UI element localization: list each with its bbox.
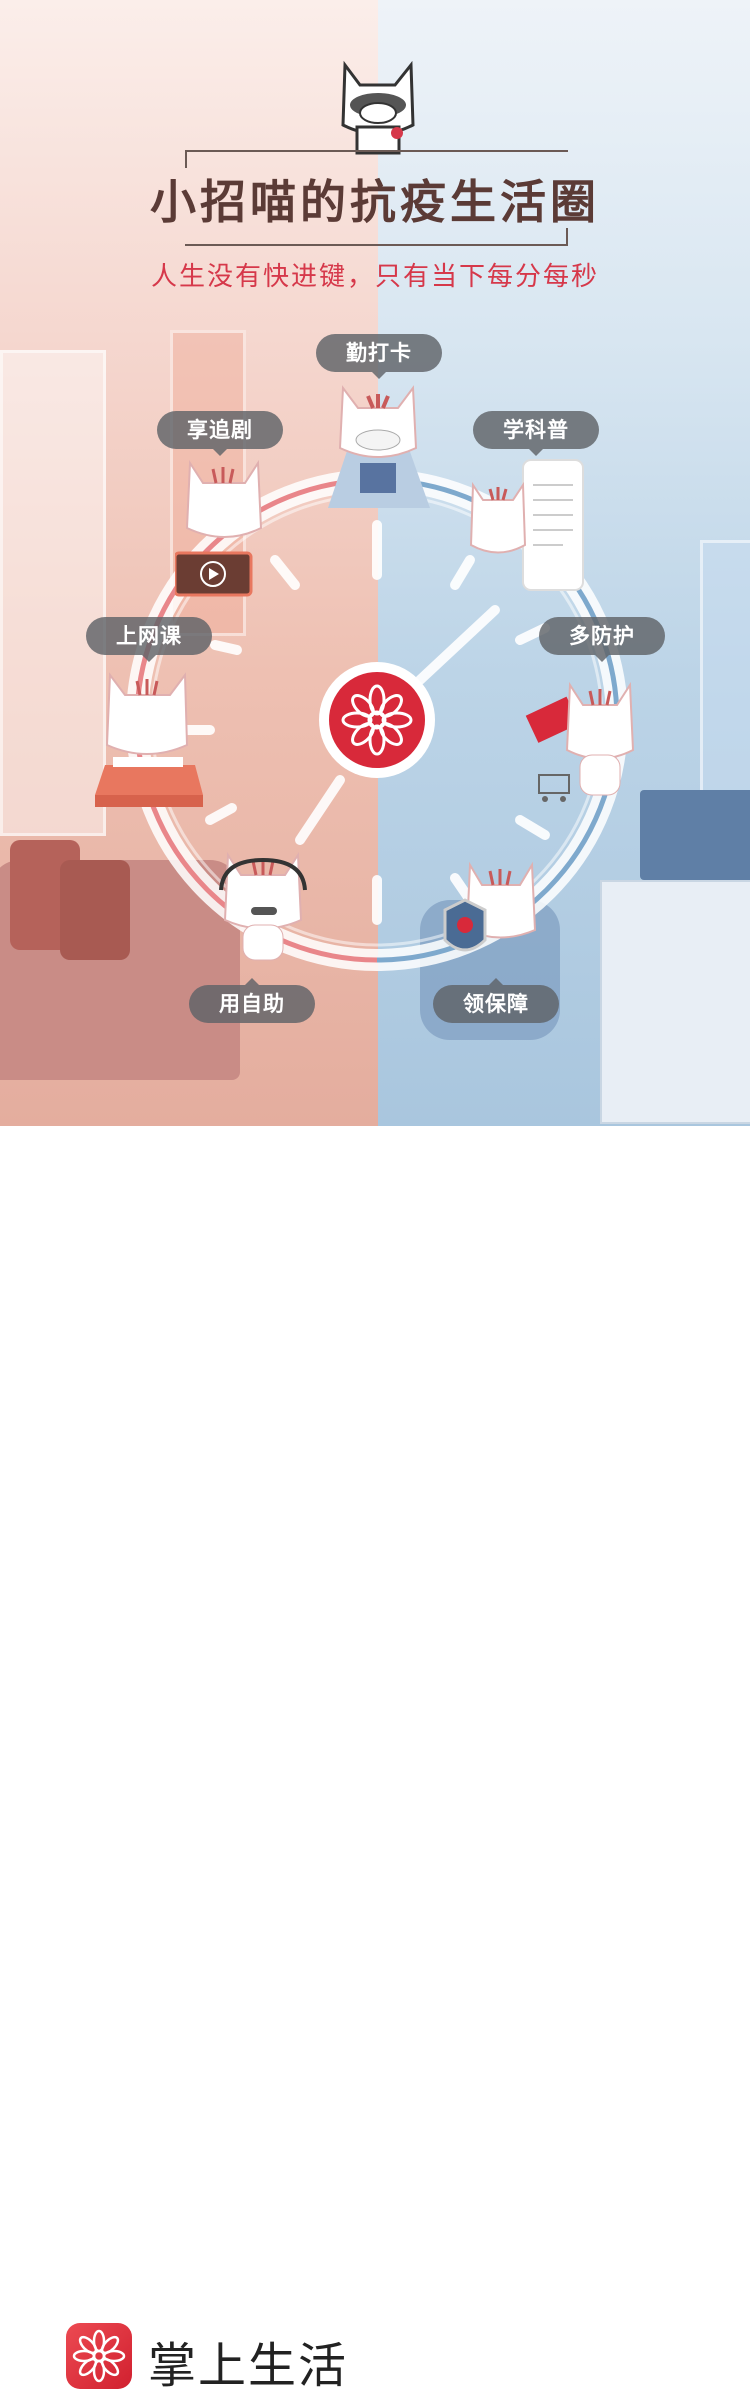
poster: 小招喵的抗疫生活圈 人生没有快进键，只有当下每分每秒 (0, 0, 750, 1126)
window-left (0, 350, 106, 836)
cat-protect[interactable] (525, 675, 645, 815)
tag-science[interactable]: 学科普 (473, 411, 599, 456)
mascot-icon (341, 60, 415, 155)
page-title: 小招喵的抗疫生活圈 (150, 175, 600, 229)
tag-checkin[interactable]: 勤打卡 (316, 334, 442, 379)
window-right (700, 540, 750, 806)
tag-online-class[interactable]: 上网课 (86, 617, 212, 662)
tag-protect[interactable]: 多防护 (539, 617, 665, 662)
title-frame (185, 150, 568, 246)
footer: 掌上生活 (0, 1126, 750, 2394)
play-icon (200, 561, 226, 587)
cat-self-service[interactable] (213, 845, 313, 965)
tag-self-service[interactable]: 用自助 (189, 978, 315, 1023)
pillow (60, 860, 130, 960)
monitor (640, 790, 750, 880)
page-subtitle: 人生没有快进键，只有当下每分每秒 (150, 262, 599, 292)
desk (600, 880, 750, 1124)
cat-insurance[interactable] (440, 845, 560, 975)
shopping-cart-icon (538, 774, 570, 802)
cat-science[interactable] (468, 455, 588, 595)
cat-online-class[interactable] (95, 665, 205, 810)
cat-checkin[interactable] (318, 378, 438, 518)
app-name: 掌上生活 (148, 2338, 349, 2394)
life-circle-ring (126, 469, 628, 971)
tag-insurance[interactable]: 领保障 (433, 978, 559, 1023)
app-logo-icon[interactable] (66, 2323, 132, 2389)
cat-drama[interactable] (175, 458, 285, 598)
center-logo-button[interactable] (319, 662, 435, 778)
tag-drama[interactable]: 享追剧 (157, 411, 283, 456)
